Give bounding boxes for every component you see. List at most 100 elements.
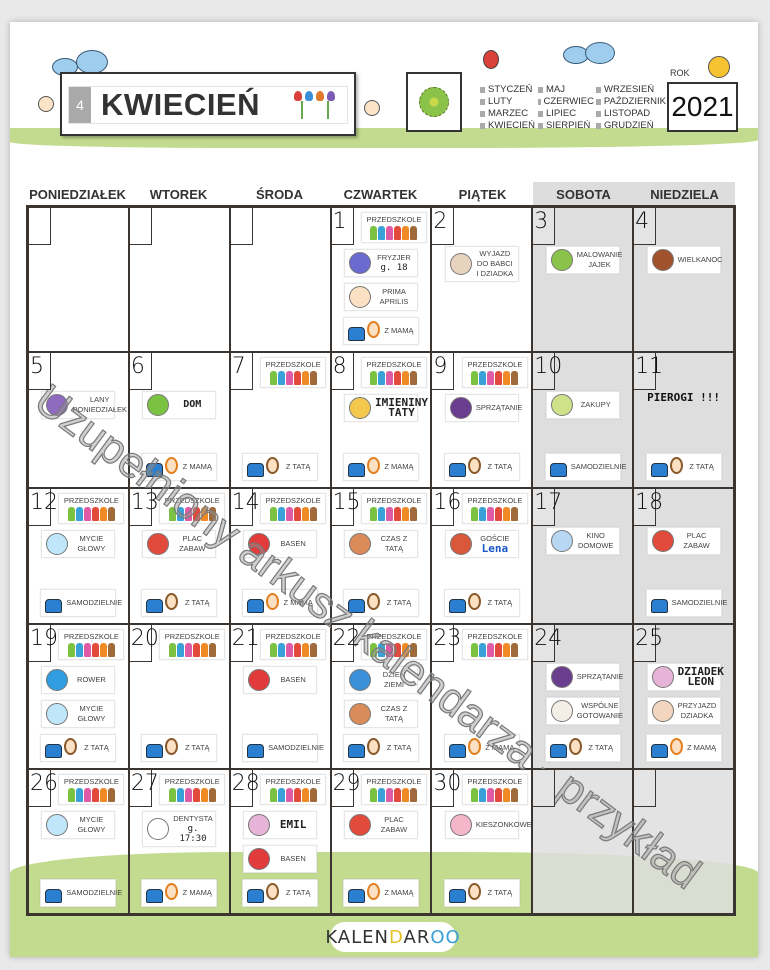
preschool-card[interactable]: PRZEDSZKOLE: [461, 774, 528, 805]
preschool-card[interactable]: PRZEDSZKOLE: [461, 629, 528, 660]
preschool-card[interactable]: PRZEDSZKOLE: [58, 493, 125, 524]
event-card[interactable]: PRIMA APRILIS: [343, 283, 418, 311]
transport-card[interactable]: Z TATĄ: [40, 734, 117, 762]
event-card[interactable]: PLAC ZABAW: [142, 530, 217, 558]
day-cell[interactable]: [633, 769, 734, 914]
transport-card[interactable]: Z TATĄ: [141, 589, 218, 617]
transport-card[interactable]: Z MAMĄ: [342, 453, 419, 481]
preschool-card[interactable]: PRZEDSZKOLE: [360, 357, 427, 388]
preschool-card[interactable]: PRZEDSZKOLE: [360, 493, 427, 524]
preschool-card[interactable]: PRZEDSZKOLE: [58, 629, 125, 660]
event-card[interactable]: SPRZĄTANIE: [444, 394, 522, 422]
transport-card[interactable]: Z TATĄ: [443, 453, 520, 481]
event-card[interactable]: BASEN: [243, 845, 318, 873]
day-cell[interactable]: [532, 769, 634, 914]
transport-card[interactable]: Z MAMĄ: [342, 879, 419, 907]
preschool-card[interactable]: PRZEDSZKOLE: [159, 629, 226, 660]
transport-card[interactable]: Z TATĄ: [242, 879, 319, 907]
event-card[interactable]: DOM: [142, 391, 217, 419]
preschool-card[interactable]: PRZEDSZKOLE: [360, 774, 427, 805]
event-card[interactable]: MYCIE GŁOWY: [41, 811, 116, 839]
day-cell[interactable]: [28, 207, 129, 352]
preschool-card[interactable]: PRZEDSZKOLE: [360, 212, 427, 243]
event-card[interactable]: IMIENINY TATY: [343, 394, 428, 422]
event-card[interactable]: WIELKANOC: [646, 246, 723, 274]
preschool-card[interactable]: PRZEDSZKOLE: [461, 357, 528, 388]
transport-card[interactable]: SAMODZIELNIE: [40, 879, 122, 907]
preschool-card[interactable]: PRZEDSZKOLE: [159, 774, 226, 805]
transport-card[interactable]: Z TATĄ: [544, 734, 621, 762]
transport-card[interactable]: SAMODZIELNIE: [645, 589, 727, 617]
transport-card[interactable]: Z TATĄ: [645, 453, 722, 481]
preschool-card[interactable]: PRZEDSZKOLE: [260, 357, 327, 388]
preschool-card[interactable]: PRZEDSZKOLE: [360, 629, 427, 660]
transport-card[interactable]: Z MAMĄ: [342, 317, 419, 345]
event-card[interactable]: MALOWANIE JAJEK: [545, 246, 622, 274]
preschool-card[interactable]: PRZEDSZKOLE: [461, 493, 528, 524]
transport-card[interactable]: Z MAMĄ: [141, 453, 218, 481]
event-card[interactable]: ZAKUPY: [545, 391, 620, 419]
event-card[interactable]: ROWER: [41, 666, 116, 694]
event-card[interactable]: PLAC ZABAW: [646, 527, 721, 555]
event-card[interactable]: CZAS Z TATĄ: [343, 700, 418, 728]
transport-card[interactable]: Z MAMĄ: [242, 589, 319, 617]
transport-card[interactable]: SAMODZIELNIE: [40, 589, 122, 617]
event-card[interactable]: PRZYJAZD DZIADKA: [646, 697, 721, 725]
preschool-card[interactable]: PRZEDSZKOLE: [260, 774, 327, 805]
event-card[interactable]: KIESZONKOWE: [444, 811, 532, 839]
preschool-card[interactable]: PRZEDSZKOLE: [260, 493, 327, 524]
transport-card[interactable]: Z TATĄ: [443, 879, 520, 907]
event-card[interactable]: MYCIE GŁOWY: [41, 700, 116, 728]
day-cell[interactable]: [229, 207, 331, 352]
transport-card[interactable]: SAMODZIELNIE: [242, 734, 324, 762]
event-card[interactable]: SPRZĄTANIE: [545, 663, 623, 691]
event-card[interactable]: EMIL: [243, 811, 318, 839]
transport-card[interactable]: Z MAMĄ: [645, 734, 722, 762]
preschool-card[interactable]: PRZEDSZKOLE: [58, 774, 125, 805]
preschool-card[interactable]: PRZEDSZKOLE: [159, 493, 226, 524]
transport-card[interactable]: Z TATĄ: [342, 589, 419, 617]
event-card[interactable]: WSPÓLNE GOTOWANIE: [545, 697, 623, 725]
event-card[interactable]: WYJAZD DO BABCI I DZIADKA: [444, 246, 519, 282]
event-card[interactable]: DZIADEK LEON: [646, 663, 724, 691]
transport-card[interactable]: SAMODZIELNIE: [544, 453, 627, 481]
event-card[interactable]: KINO DOMOWE: [545, 527, 620, 555]
event-card[interactable]: DZIEŃ ZIEMI: [343, 666, 418, 694]
event-card[interactable]: CZAS Z TATĄ: [343, 530, 418, 558]
transport-card[interactable]: Z TATĄ: [141, 734, 218, 762]
event-card[interactable]: LANY PONIEDZIAŁEK: [41, 391, 127, 419]
transport-card[interactable]: Z TATĄ: [443, 589, 520, 617]
event-card[interactable]: BASEN: [243, 530, 318, 558]
transport-card[interactable]: Z MAMĄ: [141, 879, 218, 907]
